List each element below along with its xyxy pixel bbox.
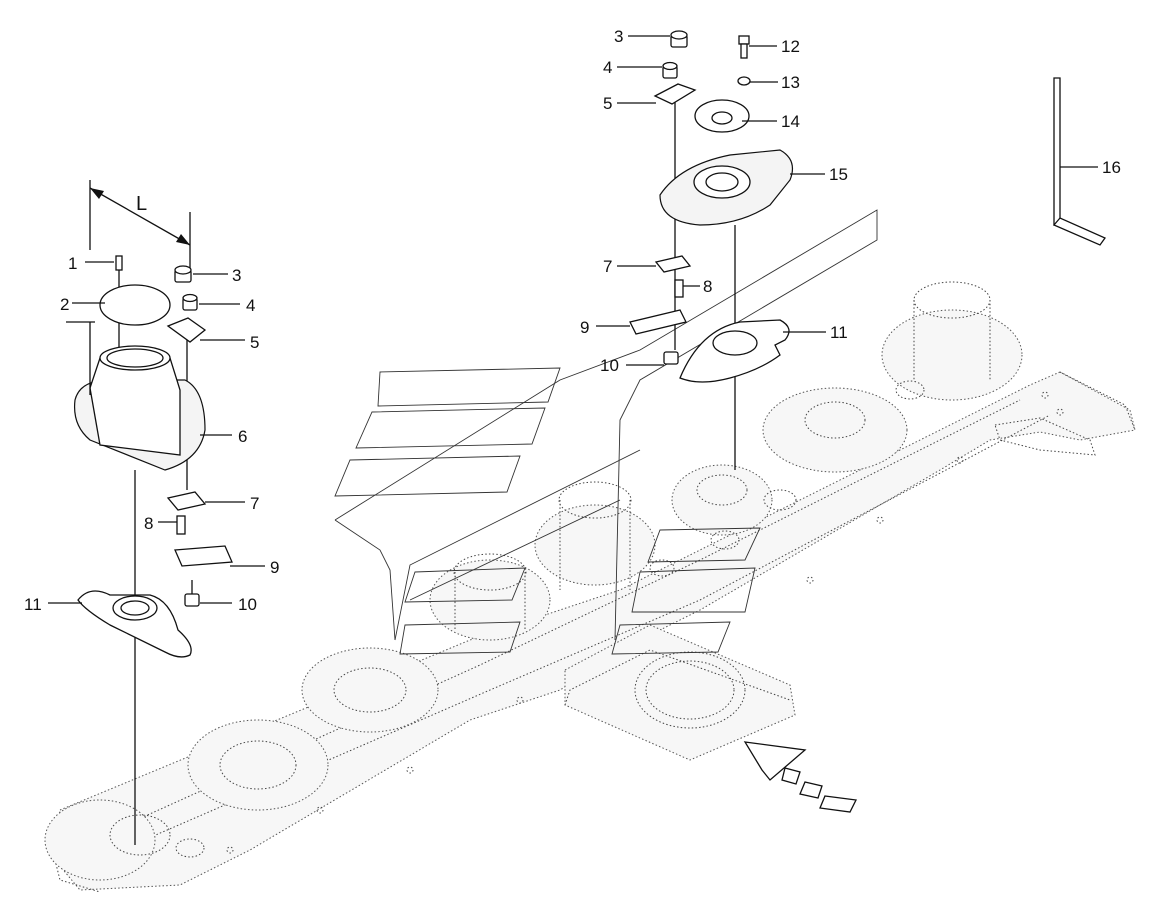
nut-part-10-right [663, 351, 679, 365]
housing-part-6 [66, 321, 206, 471]
callout-5: 5 [250, 333, 259, 352]
callout-9-right: 9 [580, 318, 589, 337]
callout-5-right: 5 [603, 94, 612, 113]
callout-7: 7 [250, 494, 259, 513]
bolt-part-8-right [674, 279, 684, 298]
callout-4-right: 4 [603, 58, 612, 77]
cutter-bar-frame [54, 371, 1136, 893]
guard-outline [334, 209, 878, 641]
tool-part-16 [1052, 77, 1106, 246]
cutter-bar-discs [44, 281, 1023, 881]
callout-2: 2 [60, 295, 69, 314]
callout-12: 12 [781, 37, 800, 56]
callout-15: 15 [829, 165, 848, 184]
dimension-l-label: L [136, 193, 147, 215]
callout-16: 16 [1102, 158, 1121, 177]
disc-part-11-right [679, 319, 790, 383]
cover-part-14 [694, 99, 750, 133]
warning-decals [334, 367, 761, 655]
plate-part-7-right [654, 255, 692, 273]
nut-part-4-right [662, 61, 678, 79]
callout-11-right: 11 [830, 323, 848, 342]
bracket-part-5-right [653, 83, 697, 105]
callout-13: 13 [781, 73, 800, 92]
direction-arrow [743, 741, 857, 813]
callout-10-right: 10 [600, 356, 619, 375]
callout-8: 8 [144, 514, 153, 533]
nut-part-3-right [670, 30, 688, 48]
callout-11: 11 [24, 595, 42, 614]
disc-part-11 [77, 590, 192, 658]
callout-14: 14 [781, 112, 800, 131]
callout-8-right: 8 [703, 277, 712, 296]
left-leaders [48, 261, 265, 604]
callout-9: 9 [270, 558, 279, 577]
callout-3-right: 3 [614, 27, 623, 46]
nut-part-3 [174, 265, 192, 283]
callout-labels: 1 2 3 4 5 6 7 8 9 10 11 3 4 5 7 8 9 10 1… [24, 27, 1121, 614]
disc-part-15 [659, 149, 793, 226]
gasket-part-2 [99, 284, 171, 326]
callout-3: 3 [232, 266, 241, 285]
bracket-part-5 [166, 317, 207, 343]
callout-6: 6 [238, 427, 247, 446]
blade-part-9-right [629, 309, 687, 335]
nut-part-4 [182, 293, 198, 311]
bolt-part-8 [176, 515, 186, 535]
blade-part-9 [174, 545, 233, 567]
right-leaders [596, 35, 1098, 366]
callout-7-right: 7 [603, 257, 612, 276]
nut-part-10 [184, 580, 200, 607]
dimension-l: L [89, 180, 191, 275]
callout-4: 4 [246, 296, 255, 315]
callout-10: 10 [238, 595, 257, 614]
callout-1: 1 [68, 254, 77, 273]
plate-part-7 [166, 491, 207, 511]
bolt-part-12 [738, 35, 750, 59]
washer-part-13 [737, 76, 751, 86]
